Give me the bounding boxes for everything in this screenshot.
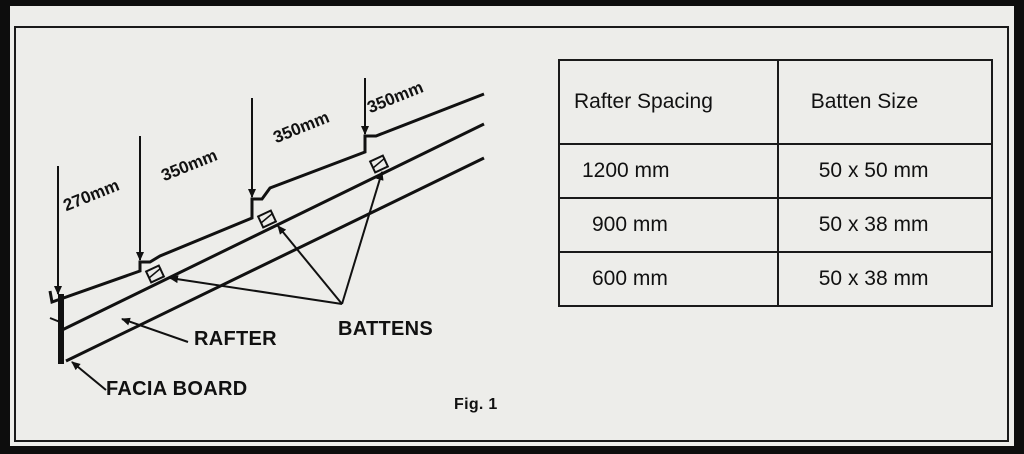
facia-board bbox=[58, 294, 64, 364]
facia-board-label: FACIA BOARD bbox=[106, 378, 248, 400]
battens-leader-3 bbox=[341, 171, 384, 305]
header-rafter-spacing: Rafter Spacing bbox=[558, 59, 779, 145]
batten-2 bbox=[256, 209, 278, 229]
page: 270mm 350mm 350mm 350mm RAFTER BATTENS F… bbox=[10, 6, 1014, 446]
battens-label: BATTENS bbox=[338, 318, 434, 340]
table-row: 1200 mm 50 x 50 mm bbox=[558, 143, 994, 199]
facia-leader bbox=[71, 361, 107, 391]
batten-size-table: Rafter Spacing Batten Size 1200 mm 50 x … bbox=[558, 59, 994, 307]
rafter-top-line bbox=[59, 122, 485, 333]
batten-3 bbox=[368, 154, 390, 174]
table-row: 600 mm 50 x 38 mm bbox=[558, 251, 994, 307]
rafter-spacing-cell: 1200 mm bbox=[558, 143, 779, 199]
figure-caption: Fig. 1 bbox=[454, 396, 498, 413]
battens-leader-1 bbox=[169, 275, 343, 305]
rafter-bottom-line bbox=[65, 156, 485, 363]
figure-frame bbox=[14, 26, 1009, 442]
table-header-row: Rafter Spacing Batten Size bbox=[558, 59, 994, 145]
facia-tip bbox=[49, 317, 61, 323]
rafter-spacing-cell: 600 mm bbox=[558, 251, 779, 307]
batten-size-cell: 50 x 38 mm bbox=[776, 251, 994, 307]
header-batten-size: Batten Size bbox=[776, 59, 994, 145]
battens-leader-2 bbox=[277, 225, 343, 305]
batten-1 bbox=[144, 264, 166, 284]
rafter-spacing-cell: 900 mm bbox=[558, 197, 779, 253]
tile-profile-line bbox=[48, 92, 485, 304]
rafter-label: RAFTER bbox=[194, 328, 277, 350]
batten-size-cell: 50 x 38 mm bbox=[776, 197, 994, 253]
roof-section-diagram bbox=[48, 78, 485, 391]
table-row: 900 mm 50 x 38 mm bbox=[558, 197, 994, 253]
batten-size-cell: 50 x 50 mm bbox=[776, 143, 994, 199]
rafter-leader bbox=[121, 317, 189, 343]
